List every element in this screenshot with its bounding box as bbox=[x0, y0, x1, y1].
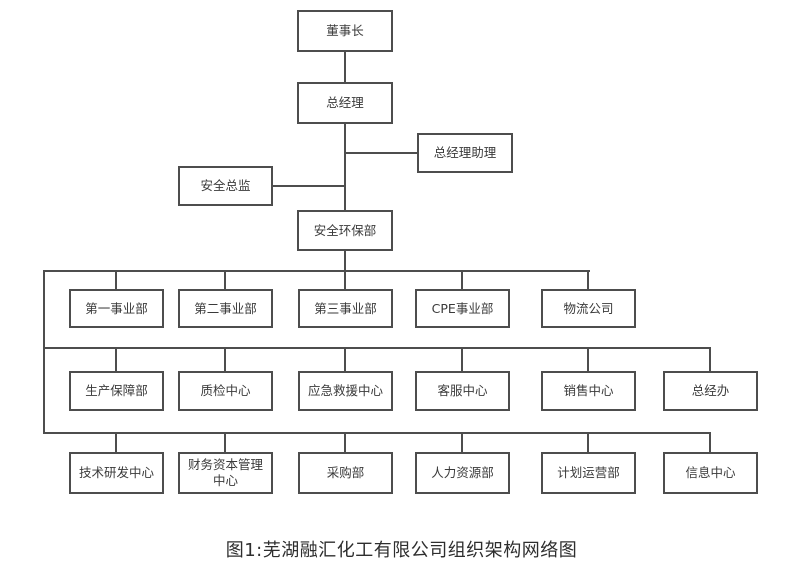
drop-level2-6 bbox=[709, 347, 711, 371]
drop-level3-3 bbox=[344, 432, 346, 452]
drop-level3-5 bbox=[587, 432, 589, 452]
node-general-manager: 总经理 bbox=[297, 82, 393, 124]
node-level2-6: 总经办 bbox=[663, 371, 758, 411]
drop-level1-5 bbox=[587, 270, 589, 289]
node-safety-env-dept: 安全环保部 bbox=[297, 210, 393, 251]
connector-chairman-gm bbox=[344, 52, 346, 82]
drop-level2-1 bbox=[115, 347, 117, 371]
trunk-left bbox=[43, 270, 45, 434]
node-chairman: 董事长 bbox=[297, 10, 393, 52]
drop-level1-4 bbox=[461, 270, 463, 289]
drop-level3-6 bbox=[709, 432, 711, 452]
drop-level1-2 bbox=[224, 270, 226, 289]
drop-level2-5 bbox=[587, 347, 589, 371]
node-level2-3: 应急救援中心 bbox=[298, 371, 393, 411]
drop-level2-2 bbox=[224, 347, 226, 371]
node-level3-5: 计划运营部 bbox=[541, 452, 636, 494]
node-level3-3: 采购部 bbox=[298, 452, 393, 494]
node-level1-4: CPE事业部 bbox=[415, 289, 510, 328]
node-level3-2: 财务资本管理中心 bbox=[178, 452, 273, 494]
node-safety-director: 安全总监 bbox=[178, 166, 273, 206]
drop-level3-4 bbox=[461, 432, 463, 452]
node-level1-5: 物流公司 bbox=[541, 289, 636, 328]
node-level1-1: 第一事业部 bbox=[69, 289, 164, 328]
drop-level3-2 bbox=[224, 432, 226, 452]
node-level1-3: 第三事业部 bbox=[298, 289, 393, 328]
node-level2-5: 销售中心 bbox=[541, 371, 636, 411]
bus-level1 bbox=[43, 270, 590, 272]
node-gm-assistant: 总经理助理 bbox=[417, 133, 513, 173]
drop-level1-3 bbox=[344, 270, 346, 289]
drop-level2-4 bbox=[461, 347, 463, 371]
node-level2-2: 质检中心 bbox=[178, 371, 273, 411]
connector-gm-assistant bbox=[345, 152, 417, 154]
node-level1-2: 第二事业部 bbox=[178, 289, 273, 328]
node-level2-1: 生产保障部 bbox=[69, 371, 164, 411]
bus-level2 bbox=[43, 347, 711, 349]
connector-hub-feed bbox=[344, 251, 346, 270]
org-chart-diagram: 董事长总经理总经理助理安全总监安全环保部第一事业部第二事业部第三事业部 CPE事业… bbox=[43, 10, 758, 494]
connector-safety-director bbox=[272, 185, 345, 187]
bus-level3 bbox=[43, 432, 711, 434]
drop-level2-3 bbox=[344, 347, 346, 371]
connector-gm-trunk bbox=[344, 124, 346, 210]
figure-caption: 图1:芜湖融汇化工有限公司组织架构网络图 bbox=[225, 540, 578, 561]
drop-level1-1 bbox=[115, 270, 117, 289]
node-level2-4: 客服中心 bbox=[415, 371, 510, 411]
node-level3-1: 技术研发中心 bbox=[69, 452, 164, 494]
node-level3-6: 信息中心 bbox=[663, 452, 758, 494]
drop-level3-1 bbox=[115, 432, 117, 452]
node-level3-4: 人力资源部 bbox=[415, 452, 510, 494]
